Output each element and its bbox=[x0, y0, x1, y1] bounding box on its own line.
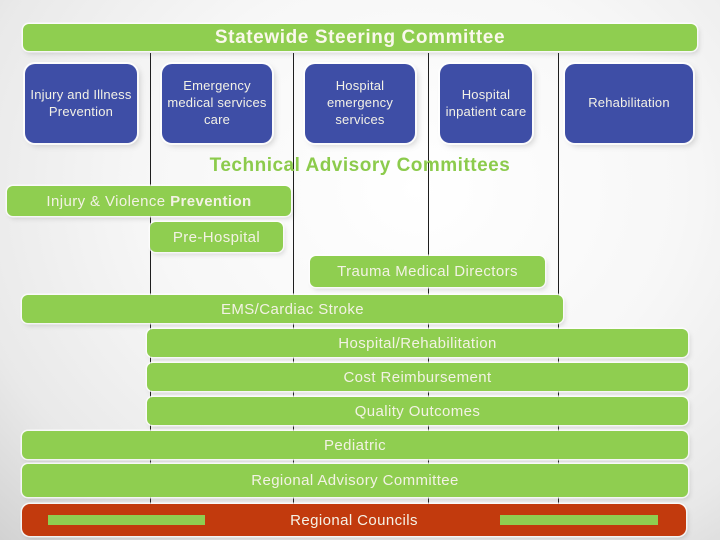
committee-bar-pre-hospital: Pre-Hospital bbox=[150, 222, 283, 252]
steering-box-hospital-inpatient-care: Hospital inpatient care bbox=[440, 64, 532, 143]
committee-bar-label: Injury & Violence Prevention bbox=[46, 193, 251, 210]
committee-bar-injury-violence-prevention: Injury & Violence Prevention bbox=[7, 186, 291, 216]
council-strip-left bbox=[48, 515, 205, 525]
committee-bar-label: Trauma Medical Directors bbox=[337, 263, 518, 280]
committee-bar-trauma-medical-directors: Trauma Medical Directors bbox=[310, 256, 545, 287]
label-regular: Injury & Violence bbox=[46, 192, 171, 210]
section-heading: Technical Advisory Committees bbox=[209, 155, 511, 176]
steering-box-injury-illness-prevention: Injury and Illness Prevention bbox=[25, 64, 137, 143]
connector-line-4 bbox=[558, 53, 559, 504]
slide-title-bar: Statewide Steering Committee bbox=[23, 24, 697, 51]
committee-bar-label: Quality Outcomes bbox=[354, 402, 481, 420]
committee-bar-label: Hospital/Rehabilitation bbox=[338, 334, 497, 352]
committee-bar-quality-outcomes: Quality Outcomes bbox=[147, 397, 688, 425]
committee-bar-cost-reimbursement: Cost Reimbursement bbox=[147, 363, 688, 391]
steering-box-label: Emergency medical services care bbox=[167, 78, 267, 127]
steering-box-label: Injury and Illness Prevention bbox=[30, 86, 132, 119]
committee-bar-hospital-rehabilitation: Hospital/Rehabilitation bbox=[147, 329, 688, 357]
regional-councils-label: Regional Councils bbox=[290, 511, 418, 529]
council-strip-right bbox=[500, 515, 658, 525]
committee-bar-regional-advisory-committee: Regional Advisory Committee bbox=[22, 464, 688, 497]
label-bold: Prevention bbox=[170, 192, 252, 210]
connector-line-1 bbox=[150, 53, 151, 504]
committee-bar-label: Pediatric bbox=[324, 436, 386, 454]
steering-box-label: Rehabilitation bbox=[588, 95, 670, 111]
steering-box-emergency-medical-services-care: Emergency medical services care bbox=[162, 64, 272, 143]
steering-box-rehabilitation: Rehabilitation bbox=[565, 64, 693, 143]
committee-bar-label: Cost Reimbursement bbox=[343, 368, 492, 386]
committee-bar-label: Pre-Hospital bbox=[172, 228, 261, 246]
committee-bar-label: Regional Advisory Committee bbox=[251, 472, 459, 489]
steering-box-label: Hospital inpatient care bbox=[445, 86, 527, 119]
connector-line-2 bbox=[293, 53, 294, 504]
steering-box-label: Hospital emergency services bbox=[326, 78, 394, 127]
committee-bar-ems-cardiac-stroke: EMS/Cardiac Stroke bbox=[22, 295, 563, 323]
committee-bar-pediatric: Pediatric bbox=[22, 431, 688, 459]
slide-title: Statewide Steering Committee bbox=[214, 26, 506, 48]
steering-box-hospital-emergency-services: Hospital emergency services bbox=[305, 64, 415, 143]
committee-bar-label: EMS/Cardiac Stroke bbox=[220, 300, 365, 318]
regional-councils-bar: Regional Councils bbox=[22, 504, 686, 536]
